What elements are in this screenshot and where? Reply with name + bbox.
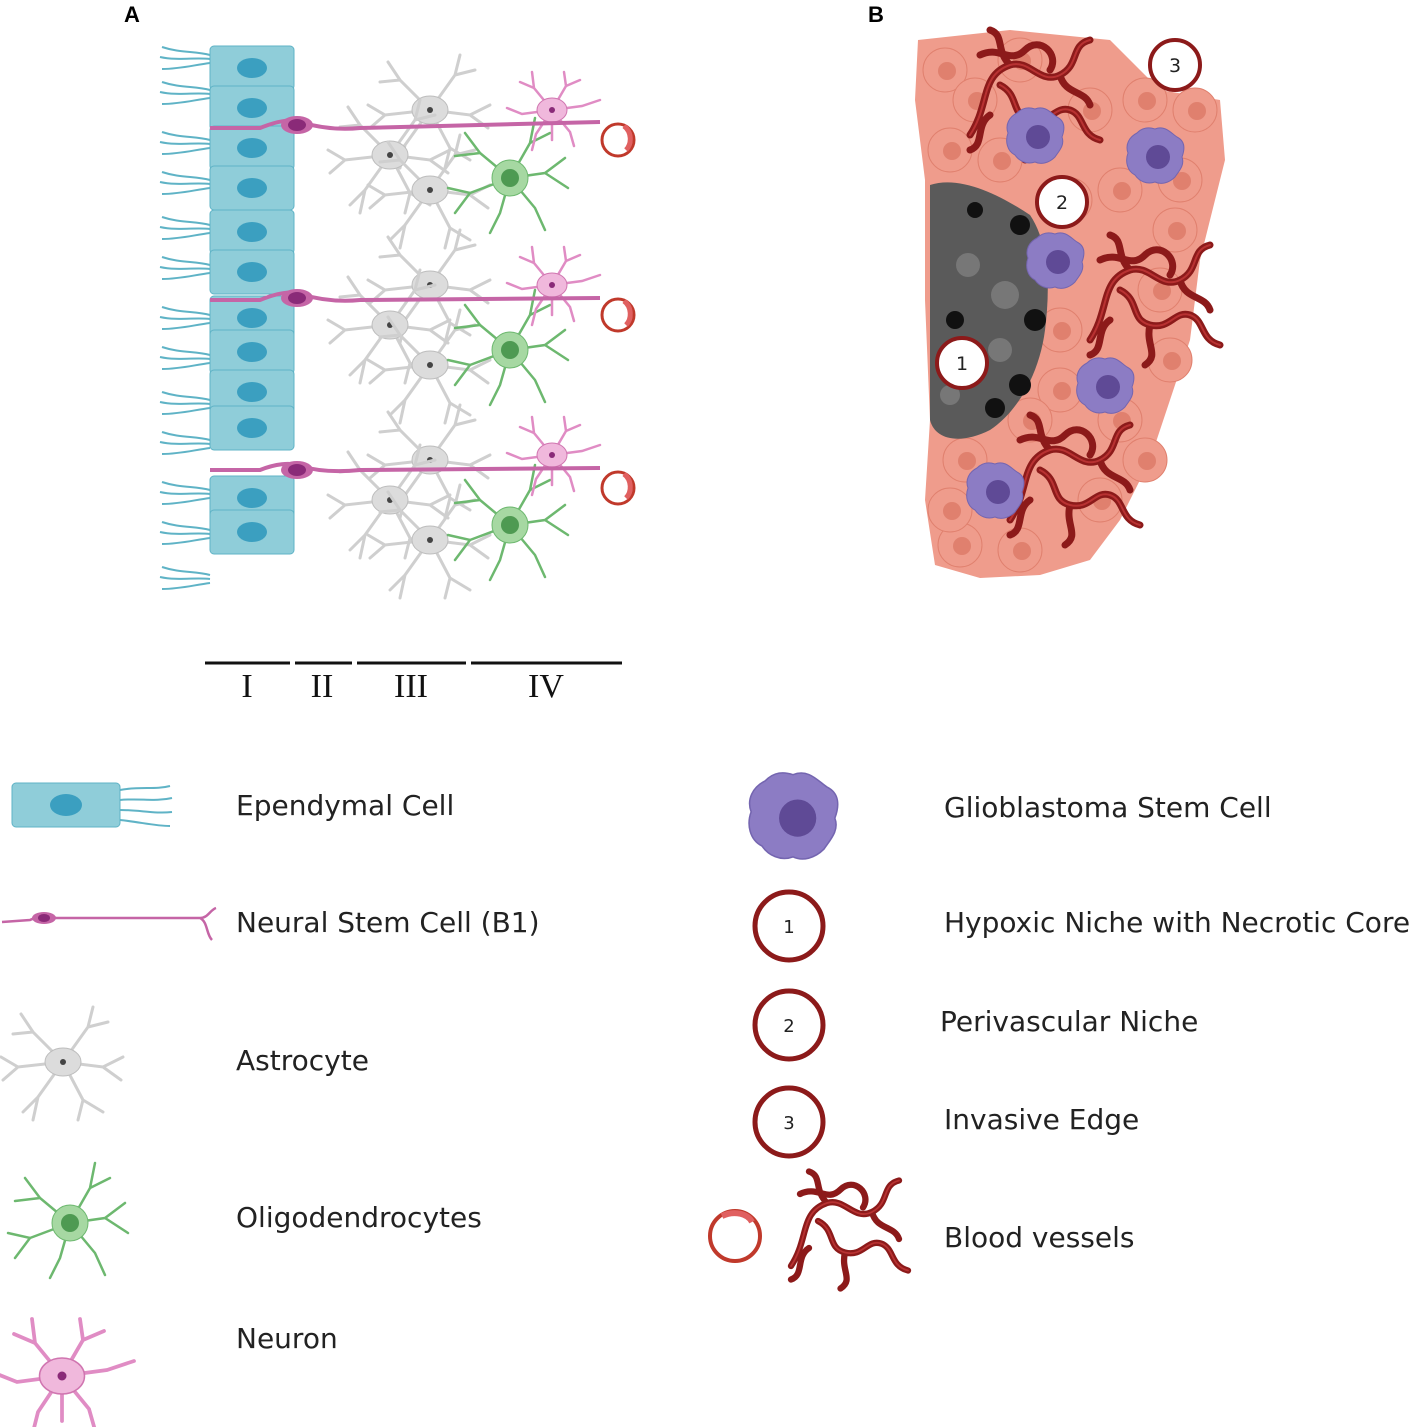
oligodendrocyte-icon [6, 1161, 130, 1280]
legend-label-neural-stem: Neural Stem Cell (B1) [236, 906, 540, 939]
neural-stem-cells [210, 116, 601, 479]
invasive-edge-marker-icon: 3 [752, 1085, 826, 1159]
oligodendrocyte-layer [446, 116, 570, 582]
legend-label-oligodendrocytes: Oligodendrocytes [236, 1201, 482, 1234]
layer-label-iii: III [394, 668, 428, 705]
svg-text:3: 3 [783, 1113, 794, 1134]
legend-label-gsc: Glioblastoma Stem Cell [944, 791, 1272, 824]
legend-label-blood-vessels: Blood vessels [944, 1221, 1135, 1254]
neural-stem-cell-icon [1, 906, 217, 941]
svg-text:1: 1 [956, 353, 968, 375]
legend-left: Ependymal Cell Neural Stem Cell (B1) Ast… [0, 782, 540, 1427]
ependymal-cell-icon [11, 782, 173, 828]
niche-marker-3: 3 [1148, 38, 1202, 92]
legend-label-ependymal: Ependymal Cell [236, 789, 454, 822]
legend-right: Glioblastoma Stem Cell 1 Hypoxic Niche w… [708, 772, 1410, 1289]
layer-label-iv: IV [528, 668, 564, 705]
svg-text:2: 2 [1056, 192, 1068, 214]
neuron-layer [505, 70, 602, 497]
ependymal-cilia [159, 46, 211, 590]
capillaries [602, 124, 634, 504]
niche-marker-2: 2 [1035, 175, 1089, 229]
layer-scale: I II III IV [205, 661, 622, 705]
neuron-icon [0, 1317, 136, 1427]
blood-vessel-icon [708, 1172, 908, 1289]
legend-label-perivascular-niche: Perivascular Niche [940, 1005, 1198, 1038]
astrocyte-icon [0, 1005, 125, 1122]
legend-label-invasive-edge: Invasive Edge [944, 1103, 1139, 1136]
layer-label-i: I [241, 668, 252, 705]
legend-label-hypoxic-niche: Hypoxic Niche with Necrotic Core [944, 906, 1410, 939]
svg-text:3: 3 [1169, 55, 1181, 77]
svg-text:2: 2 [783, 1016, 794, 1037]
panel-a: A [124, 2, 634, 705]
perivascular-niche-marker-icon: 2 [752, 988, 826, 1062]
legend-label-astrocyte: Astrocyte [236, 1044, 369, 1077]
panel-a-letter: A [124, 2, 140, 27]
niche-marker-1: 1 [935, 336, 989, 390]
glioblastoma-stem-cell-icon [748, 772, 839, 860]
panel-b-letter: B [868, 2, 884, 27]
svg-text:1: 1 [783, 917, 794, 938]
layer-label-ii: II [311, 668, 334, 705]
legend-label-neuron: Neuron [236, 1322, 338, 1355]
hypoxic-niche-marker-icon: 1 [752, 889, 826, 963]
panel-b: B [868, 2, 1225, 578]
